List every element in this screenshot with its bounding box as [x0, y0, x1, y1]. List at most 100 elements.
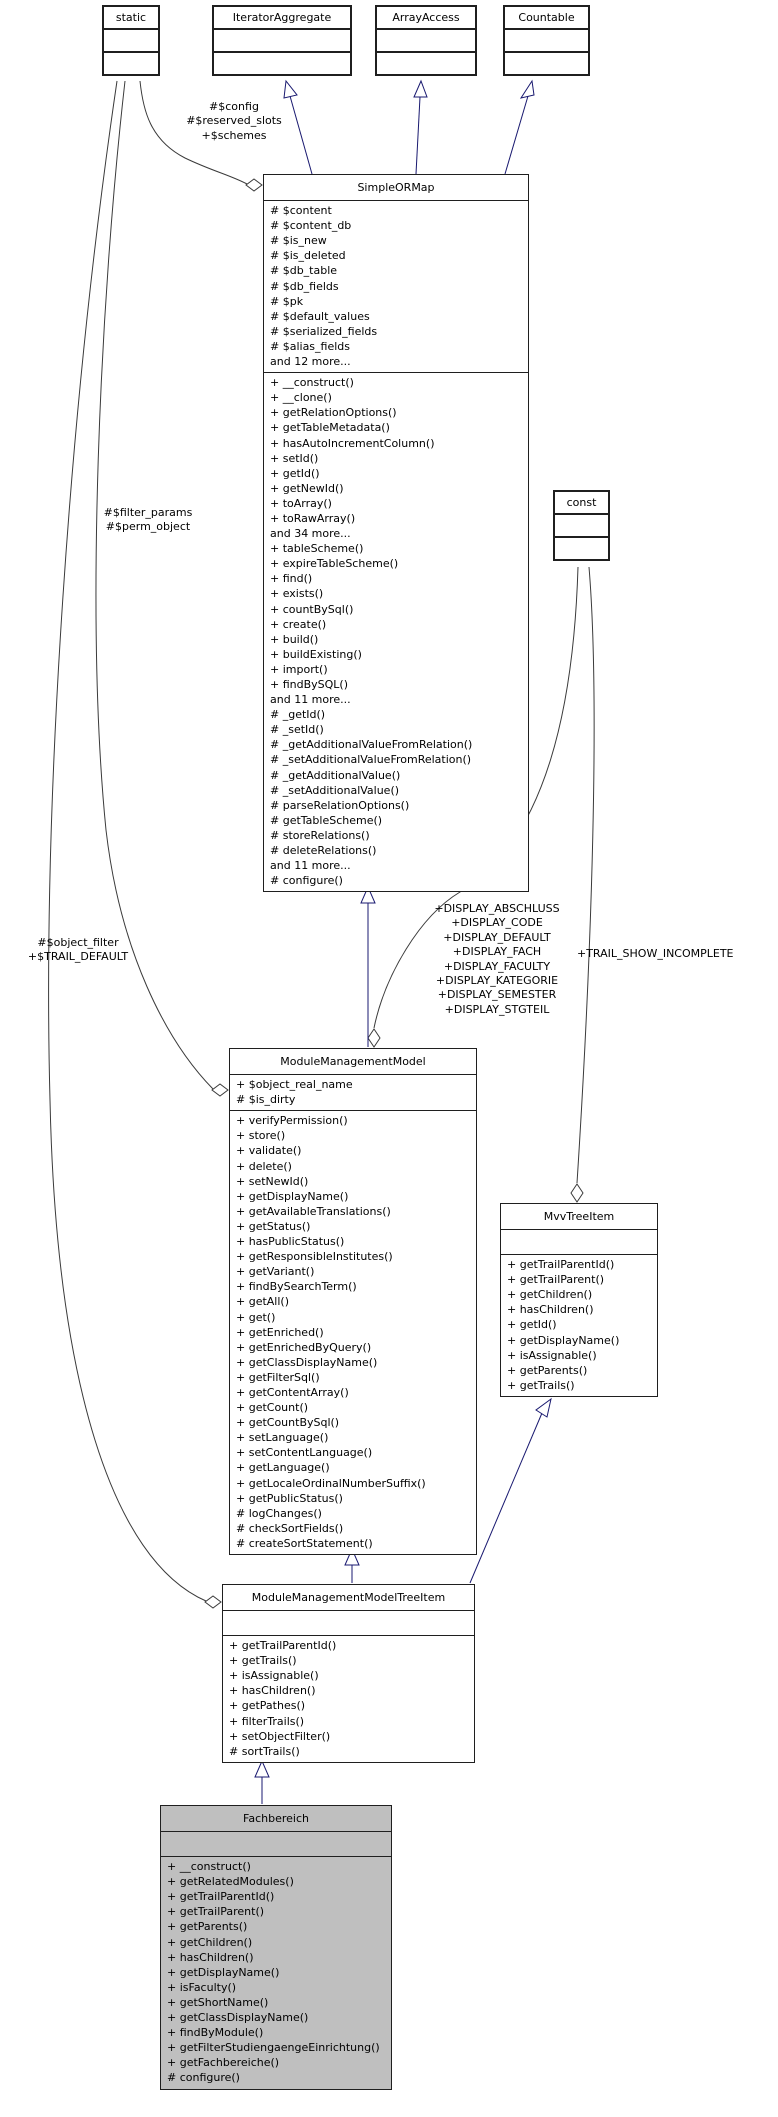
member-line: + find()	[270, 572, 313, 586]
diamond-mmmtreeitem	[204, 1595, 222, 1609]
edge-label-object-filter: #$object_filter+$TRAIL_DEFAULT	[8, 936, 148, 965]
member-line: + tableScheme()	[270, 542, 364, 556]
methods-section: + getTrailParentId()+ getTrails()+ isAss…	[223, 1635, 474, 1762]
member-line: and 11 more...	[270, 693, 351, 707]
class-box-countable[interactable]: Countable	[503, 5, 590, 77]
member-line: #$reserved_slots	[186, 114, 282, 128]
diamond-simpleormap	[245, 178, 263, 192]
class-title: ModuleManagementModelTreeItem	[251, 1591, 446, 1604]
member-line: + getFilterStudiengaengeEinrichtung()	[167, 2041, 380, 2055]
member-line: + getChildren()	[167, 1935, 253, 1949]
edge-const-mvvtreeitem	[576, 566, 595, 1184]
attributes-section	[104, 28, 158, 51]
member-line: and 12 more...	[270, 355, 351, 369]
methods-section	[555, 536, 608, 559]
member-line: +DISPLAY_KATEGORIE	[435, 974, 559, 988]
member-line: + store()	[236, 1129, 286, 1143]
class-box-modulemanagementmodeltreeitem[interactable]: ModuleManagementModelTreeItem + getTrail…	[222, 1584, 475, 1763]
class-title: ModuleManagementModel	[280, 1055, 426, 1068]
member-line: + getLocaleOrdinalNumberSuffix()	[236, 1476, 426, 1490]
arrow-iteratoraggregate	[283, 79, 298, 99]
attributes-section: + $object_real_name# $is_dirty	[230, 1074, 476, 1110]
class-title: const	[566, 496, 597, 509]
member-line: + getPublicStatus()	[236, 1491, 343, 1505]
member-line: + getId()	[270, 466, 320, 480]
methods-section: + __construct()+ getRelatedModules()+ ge…	[161, 1856, 391, 2088]
methods-section	[104, 51, 158, 74]
member-line: + setObjectFilter()	[229, 1729, 331, 1743]
member-line: + getClassDisplayName()	[167, 2011, 309, 2025]
edge-label-filter-params: #$filter_params#$perm_object	[83, 506, 213, 535]
member-line: # _setAdditionalValueFromRelation()	[270, 753, 472, 767]
arrow-arrayaccess	[413, 79, 428, 98]
member-line: # deleteRelations()	[270, 844, 377, 858]
member-line: # getTableScheme()	[270, 813, 383, 827]
member-line: + __construct()	[270, 376, 354, 390]
arrow-countable	[519, 79, 535, 99]
member-line: # configure()	[167, 2071, 240, 2085]
edge-label-display-consts: +DISPLAY_ABSCHLUSS+DISPLAY_CODE+DISPLAY_…	[402, 902, 592, 1017]
class-box-arrayaccess[interactable]: ArrayAccess	[375, 5, 477, 77]
methods-section: + getTrailParentId()+ getTrailParent()+ …	[501, 1254, 657, 1396]
member-line: + isAssignable()	[507, 1348, 597, 1362]
member-line: +$TRAIL_DEFAULT	[27, 950, 129, 964]
diamond-modulemanagementmodel-left	[211, 1083, 229, 1097]
member-line: # $db_fields	[270, 279, 339, 293]
member-line: + getRelatedModules()	[167, 1875, 294, 1889]
class-box-const: const	[553, 490, 610, 562]
class-title: SimpleORMap	[357, 181, 435, 194]
edge-simpleormap-arrayaccess	[415, 96, 421, 175]
member-line: +$schemes	[201, 128, 267, 142]
member-line: # $default_values	[270, 309, 370, 323]
member-line: + getParents()	[167, 1920, 248, 1934]
member-line: + getDisplayName()	[167, 1965, 280, 1979]
member-line: # logChanges()	[236, 1506, 322, 1520]
member-line: +TRAIL_SHOW_INCOMPLETE	[577, 947, 734, 960]
class-box-fachbereich[interactable]: Fachbereich + __construct()+ getRelatedM…	[160, 1805, 392, 2090]
member-line: + getTrailParentId()	[167, 1890, 275, 1904]
member-line: + getContentArray()	[236, 1385, 349, 1399]
member-line: +DISPLAY_SEMESTER	[437, 988, 557, 1002]
member-line: + getId()	[507, 1318, 557, 1332]
member-line: # configure()	[270, 874, 343, 888]
member-line: + toArray()	[270, 496, 332, 510]
member-line: +DISPLAY_ABSCHLUSS	[434, 902, 560, 915]
member-line: + getTrailParent()	[167, 1905, 265, 1919]
member-line: # $is_new	[270, 234, 327, 248]
arrow-mvvtreeitem	[535, 1397, 552, 1418]
class-box-simpleormap[interactable]: SimpleORMap # $content# $content_db# $is…	[263, 174, 529, 893]
member-line: + verifyPermission()	[236, 1114, 348, 1128]
member-line: + getDisplayName()	[236, 1189, 349, 1203]
edge-label-config: #$config#$reserved_slots+$schemes	[159, 100, 309, 143]
member-line: + hasChildren()	[167, 1950, 254, 1964]
member-line: + setId()	[270, 451, 319, 465]
class-box-iteratoraggregate[interactable]: IteratorAggregate	[212, 5, 352, 77]
class-box-static: static	[102, 5, 160, 77]
member-line: # _getAdditionalValue()	[270, 768, 401, 782]
member-line: + getTableMetadata()	[270, 421, 390, 435]
member-line: + getTrailParentId()	[229, 1639, 337, 1653]
member-line: # _getAdditionalValueFromRelation()	[270, 738, 473, 752]
attributes-section	[555, 513, 608, 536]
diamond-mvvtreeitem	[570, 1183, 584, 1203]
member-line: + toRawArray()	[270, 511, 356, 525]
edge-simpleormap-countable	[504, 95, 529, 175]
methods-section	[505, 51, 588, 74]
member-line: +DISPLAY_DEFAULT	[443, 930, 551, 944]
class-box-modulemanagementmodel[interactable]: ModuleManagementModel + $object_real_nam…	[229, 1048, 477, 1555]
class-box-mvvtreeitem[interactable]: MvvTreeItem + getTrailParentId()+ getTra…	[500, 1203, 658, 1397]
member-line: + getFilterSql()	[236, 1370, 320, 1384]
member-line: + hasChildren()	[229, 1684, 316, 1698]
member-line: + getAll()	[236, 1295, 289, 1309]
member-line: + setLanguage()	[236, 1431, 329, 1445]
member-line: +DISPLAY_CODE	[451, 916, 543, 930]
member-line: + __clone()	[270, 391, 332, 405]
member-line: # $serialized_fields	[270, 324, 378, 338]
member-line: # _setAdditionalValue()	[270, 783, 400, 797]
class-title: static	[115, 11, 147, 24]
member-line: + getTrailParent()	[507, 1273, 605, 1287]
methods-section: + __construct()+ __clone()+ getRelationO…	[264, 372, 528, 891]
member-line: + getShortName()	[167, 1995, 269, 2009]
member-line: + findBySearchTerm()	[236, 1280, 357, 1294]
attributes-section: # $content# $content_db# $is_new# $is_de…	[264, 200, 528, 372]
